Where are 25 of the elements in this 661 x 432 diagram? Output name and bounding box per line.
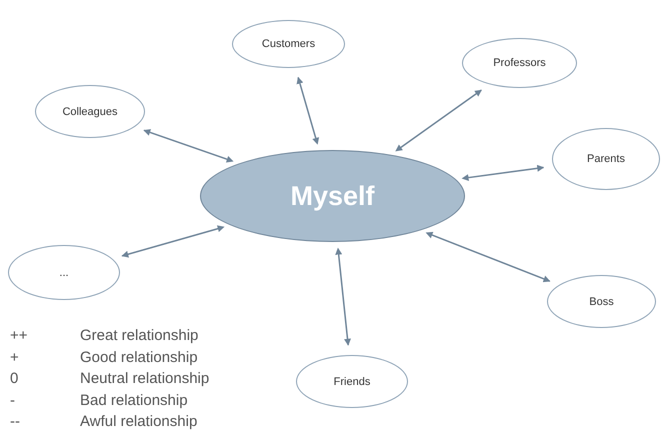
node-label: Friends bbox=[334, 376, 370, 388]
legend-symbol: ++ bbox=[10, 327, 28, 345]
node-label: Myself bbox=[290, 180, 375, 212]
double-arrow bbox=[121, 225, 225, 258]
double-arrow bbox=[426, 232, 550, 282]
legend-symbol: - bbox=[10, 392, 15, 410]
legend-text: Awful relationship bbox=[80, 413, 198, 431]
node-label: Colleagues bbox=[62, 106, 118, 118]
legend-text: Neutral relationship bbox=[80, 370, 210, 388]
legend-symbol: 0 bbox=[10, 370, 18, 388]
legend-text: Bad relationship bbox=[80, 392, 188, 410]
legend-text: Great relationship bbox=[80, 327, 198, 345]
node-label: Boss bbox=[589, 296, 614, 308]
legend-text: Good relationship bbox=[80, 348, 198, 366]
node-label: Parents bbox=[587, 153, 625, 165]
double-arrow bbox=[143, 129, 234, 163]
node-label: Professors bbox=[493, 57, 546, 69]
double-arrow bbox=[395, 90, 482, 152]
node-label: Customers bbox=[262, 38, 316, 50]
legend-symbol: + bbox=[10, 348, 19, 366]
node-label: ... bbox=[59, 266, 69, 278]
double-arrow bbox=[296, 76, 320, 145]
legend-symbol: -- bbox=[10, 413, 20, 431]
double-arrow bbox=[335, 248, 351, 346]
double-arrow bbox=[462, 164, 544, 182]
